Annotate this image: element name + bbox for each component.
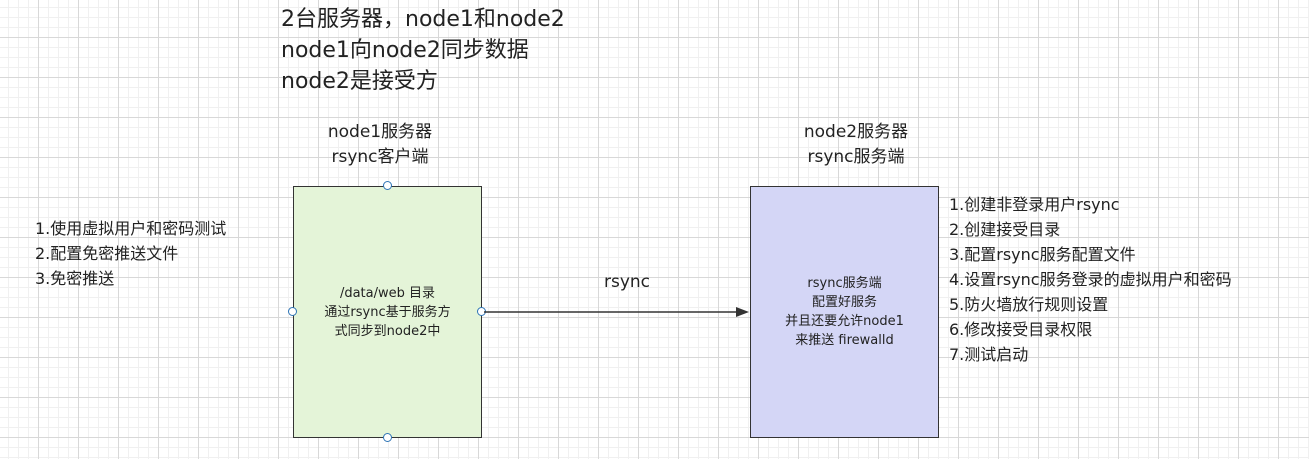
node1-steps: 1.使用虚拟用户和密码测试 2.配置免密推送文件 3.免密推送: [35, 216, 226, 291]
node1-box-line-3: 式同步到node2中: [334, 323, 441, 339]
node2-header-name: node2服务器: [803, 122, 909, 142]
node1-handle-top[interactable]: [383, 181, 392, 190]
arrow-head-icon: [736, 307, 749, 317]
title-line-3: node2是接受方: [281, 69, 438, 94]
node2-step-3: 3.配置rsync服务配置文件: [949, 245, 1136, 264]
title-line-2: node1向node2同步数据: [281, 38, 529, 63]
node2-box-text: rsync服务端 配置好服务 并且还要允许node1 来推送 firewalld: [785, 274, 904, 350]
node1-box-line-1: /data/web 目录: [339, 285, 436, 301]
node2-box[interactable]: rsync服务端 配置好服务 并且还要允许node1 来推送 firewalld: [750, 186, 939, 438]
node1-header: node1服务器 rsync客户端: [260, 120, 500, 170]
edge-label: rsync: [604, 272, 651, 292]
node2-header-role: rsync服务端: [807, 147, 905, 167]
node1-step-2: 2.配置免密推送文件: [35, 244, 179, 263]
node2-header: node2服务器 rsync服务端: [736, 120, 976, 170]
node1-header-role: rsync客户端: [331, 147, 429, 167]
node2-step-1: 1.创建非登录用户rsync: [949, 195, 1120, 214]
node2-box-line-3: 并且还要允许node1: [785, 314, 904, 329]
node2-box-line-1: rsync服务端: [807, 276, 882, 291]
node1-box-line-2: 通过rsync基于服务方: [324, 304, 451, 320]
node2-box-line-2: 配置好服务: [811, 295, 877, 310]
node1-step-1: 1.使用虚拟用户和密码测试: [35, 219, 227, 238]
node2-step-6: 6.修改接受目录权限: [949, 320, 1093, 339]
node2-steps: 1.创建非登录用户rsync 2.创建接受目录 3.配置rsync服务配置文件 …: [949, 192, 1232, 367]
node2-box-line-4: 来推送 firewalld: [795, 333, 894, 348]
node2-step-7: 7.测试启动: [949, 345, 1029, 364]
node1-step-3: 3.免密推送: [35, 269, 115, 288]
node1-handle-bottom[interactable]: [383, 433, 392, 442]
node2-step-5: 5.防火墙放行规则设置: [949, 295, 1109, 314]
node1-handle-left[interactable]: [288, 307, 297, 316]
node2-step-2: 2.创建接受目录: [949, 220, 1061, 239]
title-line-1: 2台服务器，node1和node2: [281, 7, 565, 32]
diagram-title: 2台服务器，node1和node2 node1向node2同步数据 node2是…: [281, 4, 565, 97]
node1-header-name: node1服务器: [327, 122, 433, 142]
node1-box-text: /data/web 目录 通过rsync基于服务方 式同步到node2中: [324, 284, 450, 341]
node2-step-4: 4.设置rsync服务登录的虚拟用户和密码: [949, 270, 1232, 289]
